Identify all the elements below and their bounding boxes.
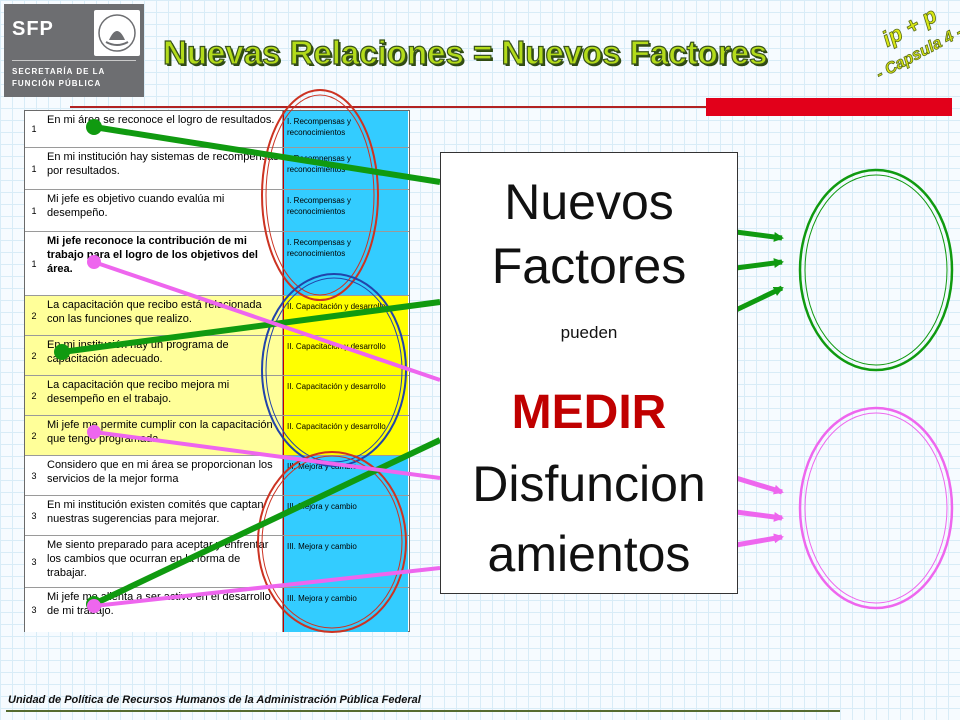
group-1-ellipse xyxy=(261,89,379,301)
green-arrow-1 xyxy=(735,229,784,242)
pink-connector-1 xyxy=(93,260,441,382)
callout-word-3: Disfuncion xyxy=(472,456,706,512)
title-accent-bar xyxy=(706,98,952,116)
group-2-ellipse xyxy=(261,273,407,467)
footer-divider xyxy=(6,710,840,712)
survey-factor-label: I. Recompensas y reconocimientos xyxy=(283,190,408,232)
green-connector-3 xyxy=(92,437,442,607)
pink-dot-3 xyxy=(87,599,101,613)
new-factors-callout: Nuevos Factores pueden MEDIR Disfuncion … xyxy=(440,152,738,594)
green-connector-2 xyxy=(61,299,441,355)
pink-arrow-1 xyxy=(735,475,784,495)
pink-arrow-3 xyxy=(735,533,784,548)
survey-question: Considero que en mi área se proporcionan… xyxy=(43,456,283,496)
title-underline xyxy=(70,106,710,108)
survey-question: La capacitación que recibo mejora mi des… xyxy=(43,376,283,416)
callout-word-2: Factores xyxy=(491,238,687,294)
survey-question: En mi institución existen comités que ca… xyxy=(43,496,283,536)
footer-text: Unidad de Política de Recursos Humanos d… xyxy=(8,694,421,706)
survey-question: En mi institución hay un programa de cap… xyxy=(43,336,283,376)
pink-connector-2 xyxy=(93,430,441,480)
logo-acronym: SFP xyxy=(12,18,54,40)
survey-question: En mi institución hay sistemas de recomp… xyxy=(43,148,283,190)
group-1-ellipse-inner xyxy=(265,94,375,296)
pink-dot-2 xyxy=(87,425,101,439)
pink-target-ellipse xyxy=(798,406,954,610)
survey-factor-label: II. Capacitación y desarrollo xyxy=(283,376,408,416)
pink-arrow-2 xyxy=(735,509,784,522)
green-target-ellipse-inner xyxy=(804,174,948,366)
green-target-ellipse xyxy=(798,168,954,372)
group-3-ellipse-inner xyxy=(261,455,403,629)
callout-verb: MEDIR xyxy=(511,386,667,439)
group-2-ellipse-inner xyxy=(265,277,403,463)
sfp-logo: SFP SECRETARÍA DE LA FUNCIÓN PÚBLICA xyxy=(4,4,144,97)
pink-target-ellipse-inner xyxy=(804,412,948,604)
logo-divider xyxy=(12,60,136,61)
green-arrow-3 xyxy=(734,285,784,313)
callout-word-1: Nuevos xyxy=(504,174,674,230)
pink-dot-1 xyxy=(87,255,101,269)
survey-factor-label: I. Recompensas y reconocimientos xyxy=(283,148,408,190)
group-3-ellipse xyxy=(257,451,407,633)
slide-title: Nuevas Relaciones = Nuevos Factores xyxy=(162,33,768,71)
green-dot-2 xyxy=(54,344,70,360)
survey-question: Mi jefe me alienta a ser activo en el de… xyxy=(43,588,283,632)
logo-line-1: SECRETARÍA DE LA xyxy=(12,67,106,76)
survey-question: Mi jefe es objetivo cuando evalúa mi des… xyxy=(43,190,283,232)
national-seal-icon xyxy=(94,10,140,56)
callout-connector: pueden xyxy=(560,323,618,342)
survey-factor-label: I. Recompensas y reconocimientos xyxy=(283,111,408,147)
logo-line-2: FUNCIÓN PÚBLICA xyxy=(12,79,102,88)
green-connector-1 xyxy=(93,124,441,185)
survey-factor-label: I. Recompensas y reconocimientos xyxy=(283,232,408,296)
green-dot-1 xyxy=(86,119,102,135)
logo-subtitle: SECRETARÍA DE LA FUNCIÓN PÚBLICA xyxy=(12,66,105,90)
pink-connector-3 xyxy=(93,566,441,608)
callout-word-4: amientos xyxy=(487,526,691,582)
green-arrow-2 xyxy=(735,258,784,271)
